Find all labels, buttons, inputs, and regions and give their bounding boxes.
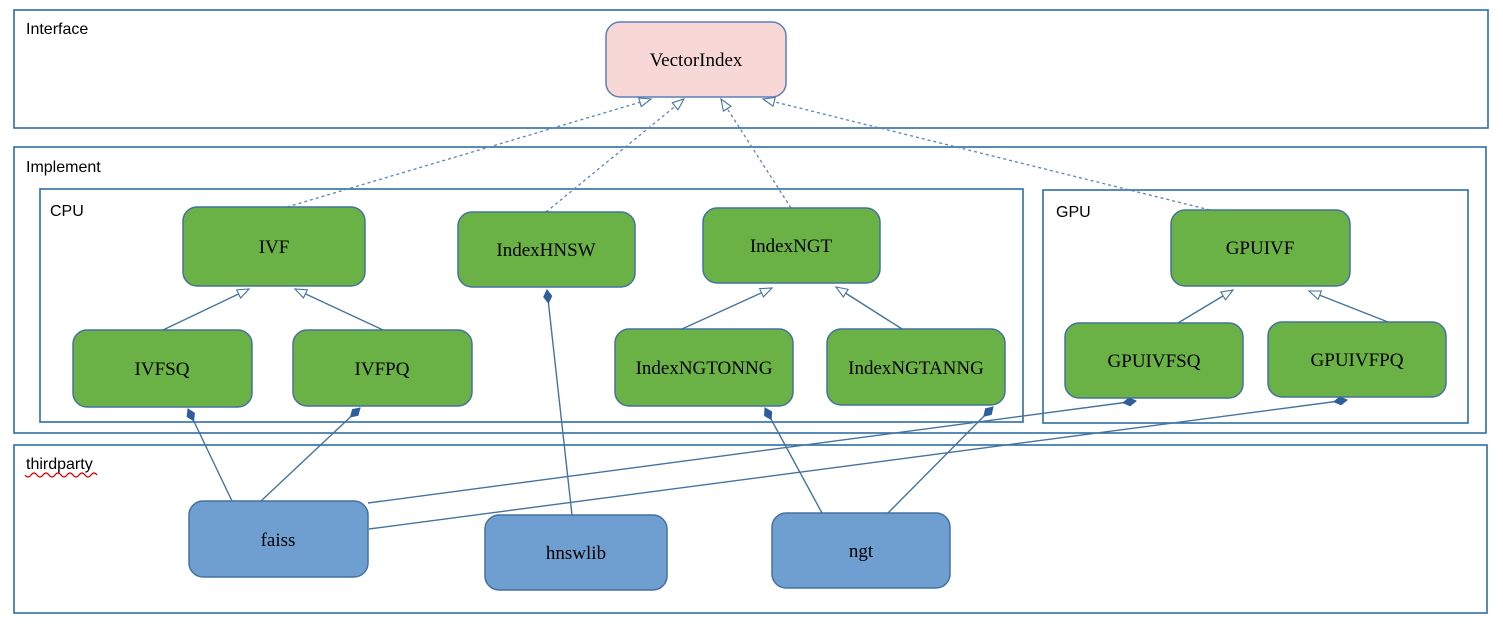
frame-thirdparty-label: thirdparty	[26, 456, 93, 473]
edge-gpuivf-vectorindex	[761, 96, 1211, 211]
node-faiss	[188, 500, 369, 578]
frame-cpu	[39, 188, 1024, 423]
node-gpuivfsq-label: GPUIVFSQ	[1108, 351, 1201, 372]
node-indexngt-label: IndexNGT	[750, 236, 833, 257]
node-gpuivf	[1170, 209, 1351, 287]
node-hnswlib	[484, 514, 668, 591]
spellcheck-squiggle	[24, 472, 98, 478]
frame-gpu-label: GPU	[1056, 204, 1091, 221]
edge-faiss-gpuivfsq	[367, 397, 1137, 504]
node-ivfpq-label: IVFPQ	[355, 359, 410, 380]
edge-faiss-ivfsq	[186, 408, 233, 502]
node-indexhnsw-label: IndexHNSW	[496, 240, 595, 261]
node-faiss-label: faiss	[261, 530, 296, 551]
node-indexhnsw	[457, 211, 636, 288]
node-ivf	[182, 206, 366, 287]
node-indexngt	[702, 207, 881, 284]
node-ivfsq	[72, 329, 253, 408]
frame-implement-label: Implement	[26, 159, 101, 176]
frame-interface-label: Interface	[26, 21, 88, 38]
edge-ivfpq-ivf	[293, 288, 384, 331]
node-gpuivf-label: GPUIVF	[1226, 238, 1295, 259]
frame-interface	[13, 9, 1489, 129]
edge-ngt-indexngtonng	[764, 407, 823, 514]
frame-cpu-label: CPU	[50, 203, 84, 220]
edge-ngt-indexngtanng	[887, 406, 994, 514]
node-gpuivfsq	[1064, 322, 1244, 399]
edge-faiss-ivfpq	[260, 407, 361, 502]
edge-indexngtonng-indexngt	[681, 287, 774, 330]
node-indexngtonng-label: IndexNGTONNG	[636, 358, 773, 379]
frame-thirdparty	[13, 444, 1488, 614]
node-ivf-label: IVF	[259, 237, 290, 258]
node-ngt	[771, 512, 951, 589]
node-indexngtanng-label: IndexNGTANNG	[848, 358, 984, 379]
node-indexngtonng	[614, 328, 794, 407]
node-ivfsq-label: IVFSQ	[135, 359, 190, 380]
node-ivfpq	[292, 329, 473, 407]
frame-gpu	[1042, 189, 1469, 424]
frame-implement	[13, 146, 1487, 434]
edge-gpuivfsq-gpuivf	[1177, 289, 1235, 324]
edge-indexhnsw-vectorindex	[545, 98, 686, 213]
edge-faiss-gpuivfpq	[368, 396, 1348, 530]
edge-indexngtanng-indexngt	[834, 286, 903, 330]
node-indexngtanng	[826, 328, 1006, 406]
edge-gpuivfpq-gpuivf	[1307, 290, 1389, 323]
node-gpuivfpq-label: GPUIVFPQ	[1311, 350, 1404, 371]
node-vectorindex-label: VectorIndex	[650, 50, 743, 71]
edge-ivfsq-ivf	[162, 288, 251, 331]
edge-ivf-vectorindex	[286, 97, 653, 208]
node-gpuivfpq	[1267, 321, 1447, 398]
node-ngt-label: ngt	[849, 541, 874, 562]
edge-indexngt-vectorindex	[720, 97, 792, 209]
node-hnswlib-label: hnswlib	[546, 543, 606, 564]
node-vectorindex	[605, 21, 787, 98]
edge-hnswlib-indexhnsw	[543, 289, 573, 516]
